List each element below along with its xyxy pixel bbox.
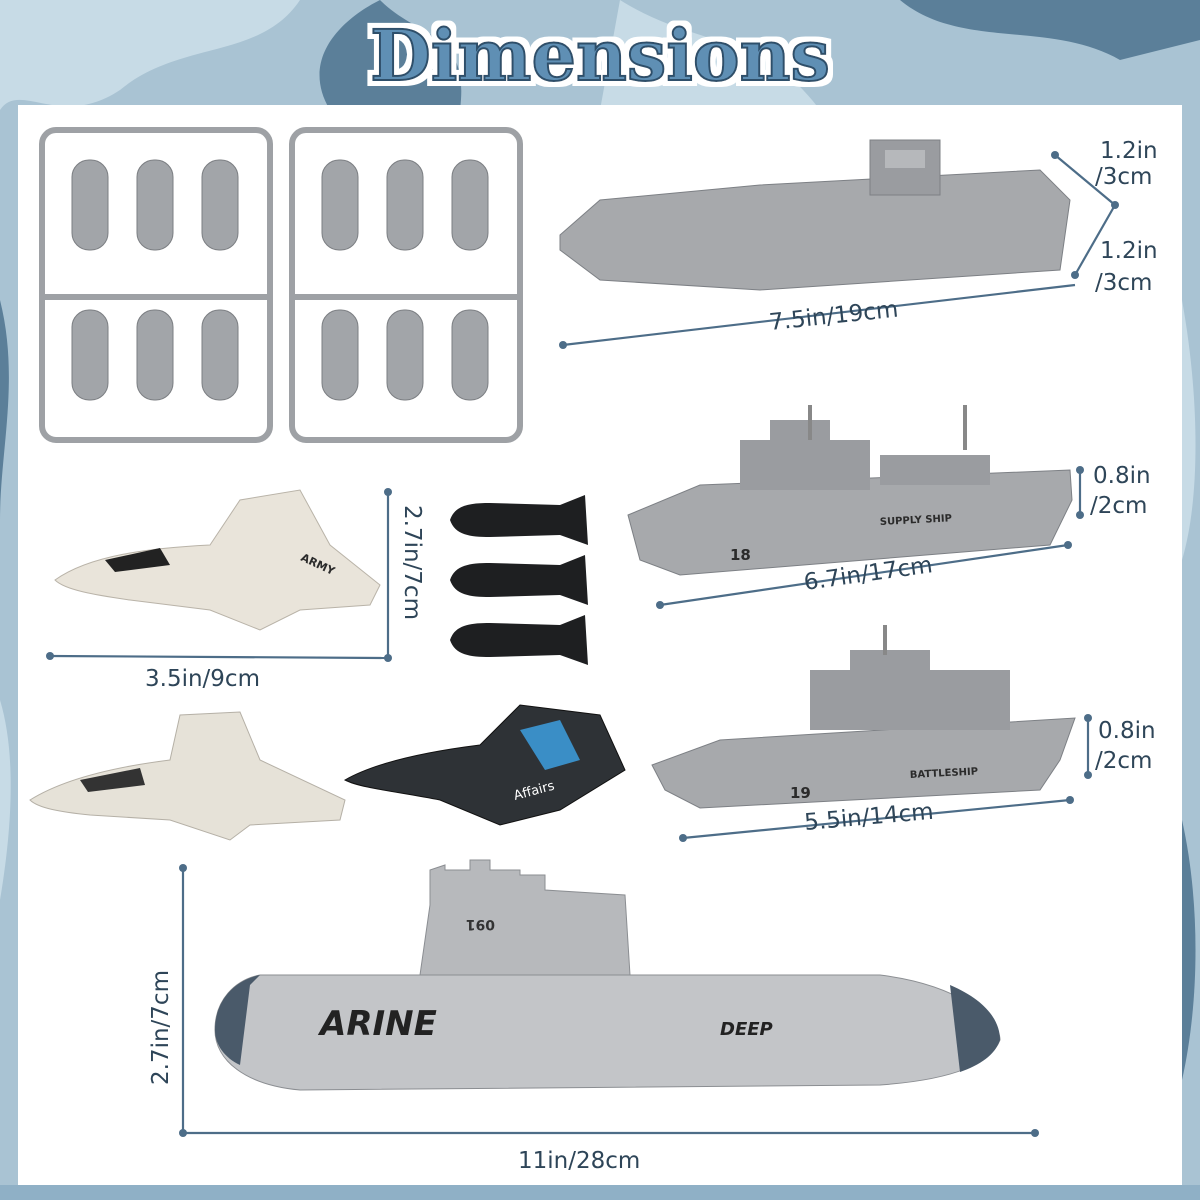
missile-sprue-right [289, 127, 523, 443]
sprue-missile [71, 309, 109, 401]
battleship-height-cm-label: /2cm [1095, 748, 1152, 774]
submarine: ARINE DEEP 091 [214, 859, 1001, 1091]
sprue-missile [136, 159, 174, 251]
jet-length-dimension [46, 652, 389, 660]
supply-ship-number: 18 [730, 546, 751, 564]
missile-sprue-left [39, 127, 273, 443]
submarine-length-label: 11in/28cm [518, 1148, 640, 1174]
sprue-missile [386, 309, 424, 401]
supply-ship-label: SUPPLY SHIP [880, 513, 953, 528]
submarine-number: 091 [466, 916, 495, 932]
supply-ship-height-label: 0.8in [1093, 463, 1151, 489]
jet-length-label: 3.5in/9cm [145, 666, 260, 692]
submarine-brand: DEEP [720, 1019, 773, 1040]
sprue-missile [451, 159, 489, 251]
sprue-missile [201, 309, 239, 401]
sprue-missile [136, 309, 174, 401]
blue-jet-affairs: Affairs [343, 704, 626, 826]
battleship-height-label: 0.8in [1098, 718, 1156, 744]
battleship-length-dimension [679, 796, 1074, 842]
white-jet-army: ARMY [54, 489, 381, 631]
submarine-length-dimension [179, 1129, 1039, 1137]
sprue-missile [321, 159, 359, 251]
page-title: Dimensions [370, 14, 830, 97]
supply-ship-length-dimension [656, 541, 1072, 609]
carrier-height-top-cm-label: /3cm [1095, 164, 1152, 190]
carrier-height-bottom-label: 1.2in [1100, 238, 1158, 264]
battleship-label: BATTLESHIP [910, 766, 979, 781]
carrier-height-top-label: 1.2in [1100, 138, 1158, 164]
supply-ship-height-dimension [1076, 466, 1084, 519]
submarine-name: ARINE [317, 1004, 437, 1044]
camo-jet [29, 711, 346, 841]
jet-height-label: 2.7in/7cm [399, 505, 425, 620]
sprue-missiles [71, 159, 489, 401]
submarine-height-label: 2.7in/7cm [148, 970, 174, 1085]
battleship: BATTLESHIP 19 [651, 625, 1076, 809]
black-missile [450, 495, 588, 545]
sprue-missile [71, 159, 109, 251]
carrier-height-dimension [1051, 151, 1119, 279]
black-missile [450, 615, 588, 665]
sprue-missile [321, 309, 359, 401]
battleship-height-dimension [1084, 714, 1092, 779]
submarine-height-dimension [179, 864, 187, 1130]
sprue-missile [201, 159, 239, 251]
supply-ship-height-cm-label: /2cm [1090, 493, 1147, 519]
supply-ship: SUPPLY SHIP 18 [627, 405, 1073, 576]
black-missile [450, 555, 588, 605]
black-missiles [450, 495, 588, 665]
sprue-missile [451, 309, 489, 401]
aircraft-carrier [559, 139, 1071, 291]
battleship-number: 19 [790, 784, 811, 802]
carrier-height-bottom-cm-label: /3cm [1095, 270, 1152, 296]
carrier-length-dimension [559, 283, 1076, 349]
sprue-missile [386, 159, 424, 251]
